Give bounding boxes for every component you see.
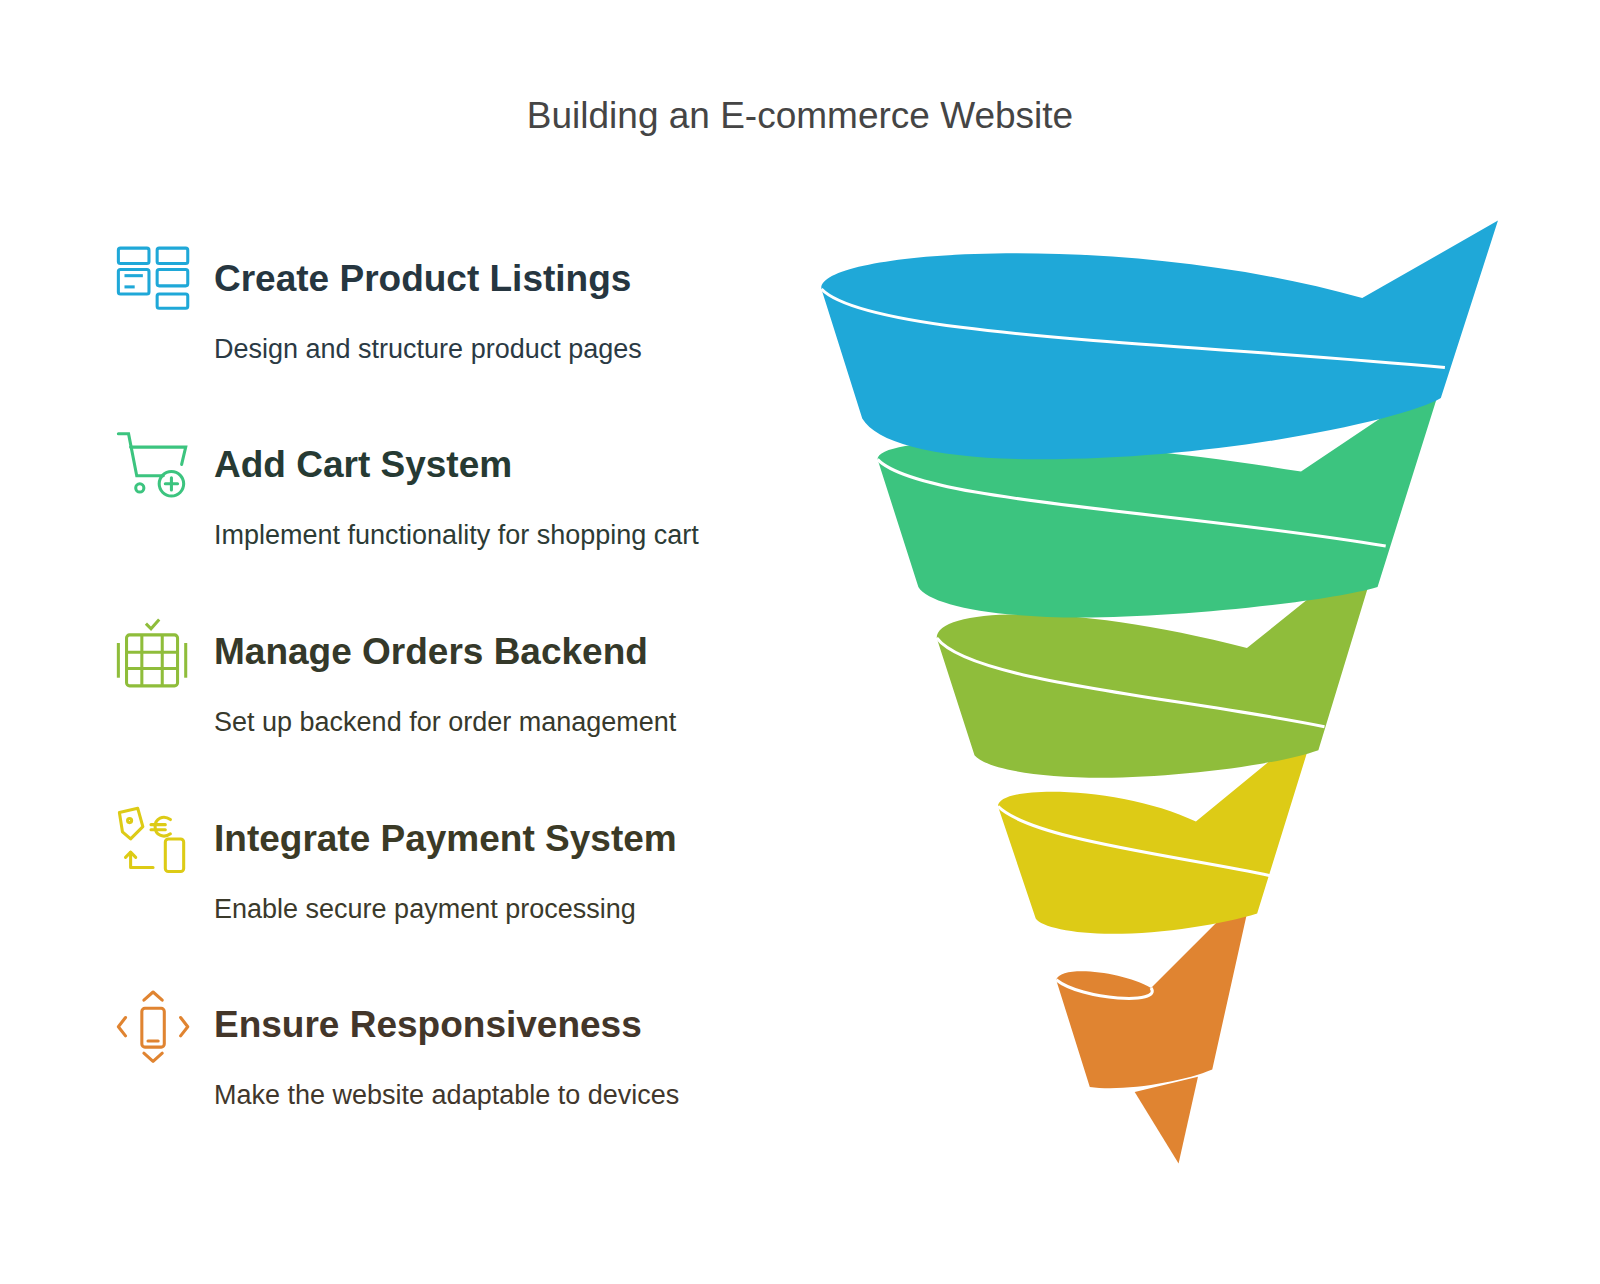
step-heading: Manage Orders Backend (214, 630, 794, 674)
band-edge (937, 638, 1325, 727)
step-description: Set up backend for order management (214, 706, 794, 738)
step-heading: Ensure Responsiveness (214, 1003, 794, 1047)
payment-icon (119, 808, 183, 871)
step-heading: Integrate Payment System (214, 817, 794, 861)
step-description: Enable secure payment processing (214, 893, 794, 925)
step-description: Make the website adaptable to devices (214, 1079, 794, 1111)
step-item: Ensure ResponsivenessMake the website ad… (214, 1003, 794, 1111)
step-heading: Add Cart System (214, 443, 794, 487)
listing-icon (118, 248, 187, 308)
step-description: Implement functionality for shopping car… (214, 519, 794, 551)
step-item: Integrate Payment SystemEnable secure pa… (214, 817, 794, 925)
step-item: Create Product ListingsDesign and struct… (214, 257, 794, 365)
funnel-band-blue (821, 221, 1498, 460)
backend-icon (118, 620, 185, 686)
funnel-tip (1135, 1077, 1198, 1164)
band-edge (1056, 980, 1152, 999)
band-edge (878, 459, 1386, 546)
responsive-icon (118, 992, 187, 1061)
band-edge (821, 289, 1444, 368)
cart-icon (118, 434, 185, 496)
title: Building an E-commerce Website (0, 94, 1600, 138)
step-heading: Create Product Listings (214, 257, 794, 301)
step-description: Design and structure product pages (214, 333, 794, 365)
step-item: Manage Orders BackendSet up backend for … (214, 630, 794, 738)
step-item: Add Cart SystemImplement functionality f… (214, 443, 794, 551)
funnel (821, 221, 1498, 1164)
band-edge (998, 806, 1270, 875)
